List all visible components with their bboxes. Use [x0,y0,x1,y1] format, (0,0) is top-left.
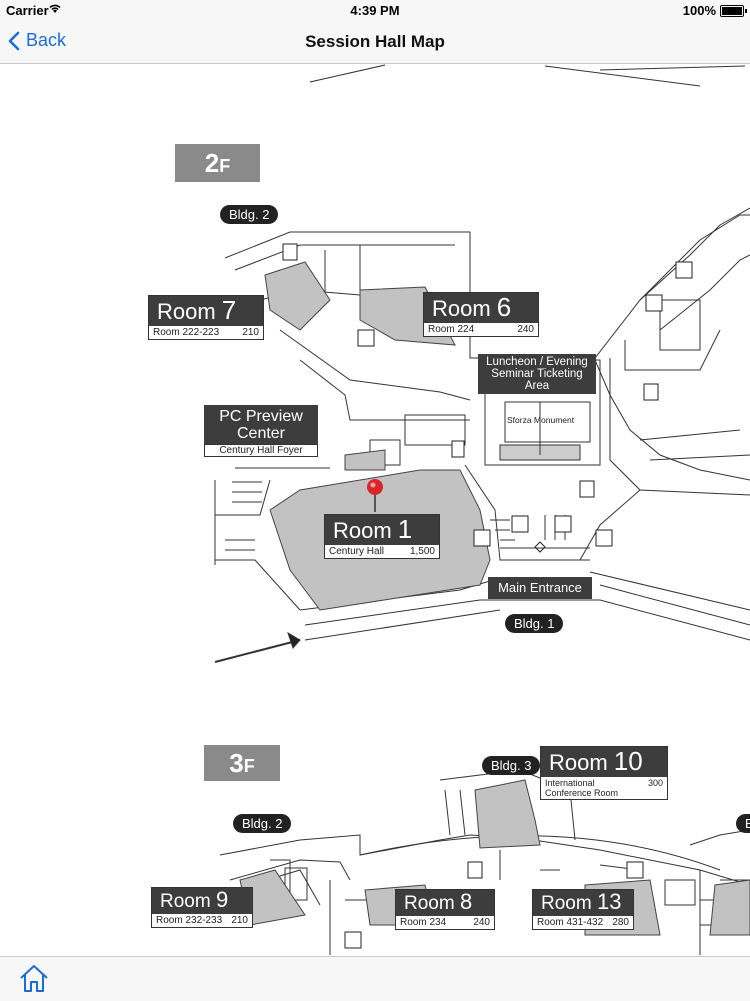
status-bar: Carrier 4:39 PM 100% [0,0,750,22]
chevron-left-icon [8,31,20,50]
room-9-marker[interactable]: Room 9 Room 232-233 210 [151,887,253,928]
room-8-marker[interactable]: Room 8 Room 234 240 [395,889,495,930]
room-9-capacity: 210 [231,915,248,926]
home-icon [20,965,48,992]
bldg-edge-label: B [736,814,750,833]
main-entrance-label: Main Entrance [488,577,592,599]
room-7-marker[interactable]: Room 7 Room 222-223 210 [148,295,264,340]
room-10-capacity: 300 [647,778,663,788]
pc-preview-center-label[interactable]: PC Preview Center Century Hall Foyer [204,405,318,457]
bldg-3-label: Bldg. 3 [482,756,541,775]
room-7-sub: Room 222-223 [153,327,220,338]
floor-map[interactable]: 2F Bldg. 2 Room 7 Room 222-223 210 Room 6… [0,64,750,956]
room-10-sub-1: International [545,778,595,788]
room-9-title: Room 9 [152,888,252,914]
clock: 4:39 PM [350,3,400,18]
room-6-sub: Room 224 [428,324,475,335]
floor-plan-drawing [214,64,750,955]
room-8-sub: Room 234 [400,917,447,928]
room-8-title: Room 8 [396,890,494,916]
bldg-1-label: Bldg. 1 [505,614,564,633]
home-button[interactable] [18,962,50,999]
room-1-sub: Century Hall [329,546,385,557]
century-hall-foyer-label: Century Hall Foyer [204,444,318,457]
room-6-capacity: 240 [517,324,534,335]
sforza-monument-label: Sforza Monument [507,415,575,425]
back-button[interactable]: Back [8,30,66,51]
room-6-title: Room 6 [424,293,538,323]
navigation-bar: Back Session Hall Map [0,22,750,64]
floor-2f-badge: 2F [175,144,260,182]
back-label: Back [26,30,67,50]
room-7-capacity: 210 [242,327,259,338]
room-10-title: Room 10 [541,747,667,777]
room-13-capacity: 280 [612,917,629,928]
room-6-marker[interactable]: Room 6 Room 224 240 [423,292,539,337]
bldg-2-label-3f: Bldg. 2 [233,814,292,833]
battery-percent: 100% [682,3,716,18]
room-1-capacity: 1,500 [409,546,435,557]
room-13-title: Room 13 [533,890,633,916]
page-title: Session Hall Map [305,32,445,51]
wifi-icon [48,2,62,17]
floor-3f-badge: 3F [204,745,280,781]
room-13-marker[interactable]: Room 13 Room 431-432 280 [532,889,634,930]
room-1-title: Room 1 [325,515,439,545]
bottom-toolbar [0,956,750,1001]
room-1-marker[interactable]: Room 1 Century Hall 1,500 [324,514,440,559]
room-10-sub-2: Conference Room [545,788,619,798]
battery-icon [720,5,747,17]
luncheon-ticketing-label[interactable]: Luncheon / Evening Seminar Ticketing Are… [478,354,596,394]
room-8-capacity: 240 [473,917,490,928]
room-7-title: Room 7 [149,296,263,326]
room-9-sub: Room 232-233 [156,915,223,926]
room-13-sub: Room 431-432 [537,917,604,928]
bldg-2-label-2f: Bldg. 2 [220,205,279,224]
carrier-label: Carrier [6,3,49,18]
